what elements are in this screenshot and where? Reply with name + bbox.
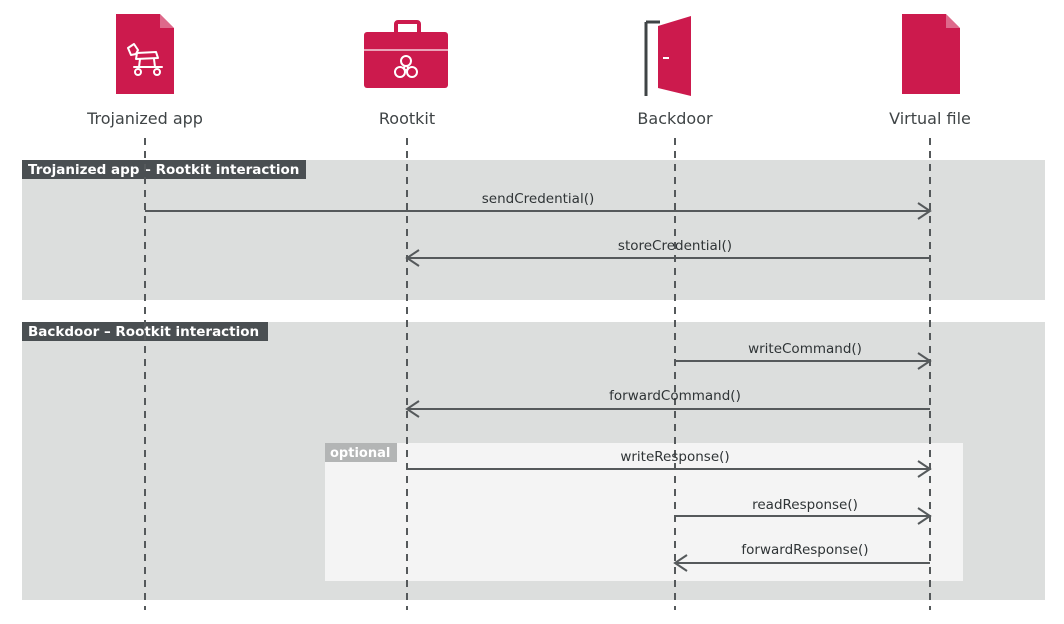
group-trojan-rootkit-title: Trojanized app – Rootkit interaction — [22, 160, 306, 179]
trojan-horse-file-icon — [116, 14, 174, 94]
message-write-response: writeResponse() — [407, 449, 932, 478]
group-backdoor-rootkit-title: Backdoor – Rootkit interaction — [22, 322, 268, 341]
svg-text:readResponse(): readResponse() — [752, 497, 858, 513]
message-store-credential: storeCredential() — [405, 238, 930, 267]
optional-block-title: optional — [325, 443, 397, 462]
open-door-icon — [644, 16, 691, 96]
group-trojan-rootkit-bg — [22, 160, 1045, 300]
actor-label-backdoor: Backdoor — [637, 109, 713, 128]
svg-text:Backdoor – Rootkit interaction: Backdoor – Rootkit interaction — [28, 324, 259, 340]
actor-label-virtual-file: Virtual file — [889, 109, 971, 128]
actor-label-trojanized-app: Trojanized app — [86, 109, 203, 128]
svg-text:forwardCommand(): forwardCommand() — [609, 388, 741, 404]
optional-block-bg — [325, 443, 963, 581]
svg-text:storeCredential(): storeCredential() — [618, 238, 732, 254]
svg-text:sendCredential(): sendCredential() — [482, 191, 594, 207]
svg-text:writeCommand(): writeCommand() — [748, 341, 862, 357]
message-forward-response: forwardResponse() — [673, 542, 930, 572]
message-read-response: readResponse() — [675, 497, 932, 525]
message-send-credential: sendCredential() — [145, 191, 932, 220]
message-forward-command: forwardCommand() — [405, 388, 930, 418]
message-write-command: writeCommand() — [675, 341, 932, 370]
svg-text:forwardResponse(): forwardResponse() — [741, 542, 868, 558]
biohazard-toolbox-icon — [364, 20, 448, 88]
file-icon — [902, 14, 960, 94]
actor-label-rootkit: Rootkit — [379, 109, 435, 128]
svg-text:writeResponse(): writeResponse() — [620, 449, 729, 465]
svg-text:Trojanized app – Rootkit inter: Trojanized app – Rootkit interaction — [28, 162, 299, 178]
svg-text:optional: optional — [330, 446, 390, 461]
